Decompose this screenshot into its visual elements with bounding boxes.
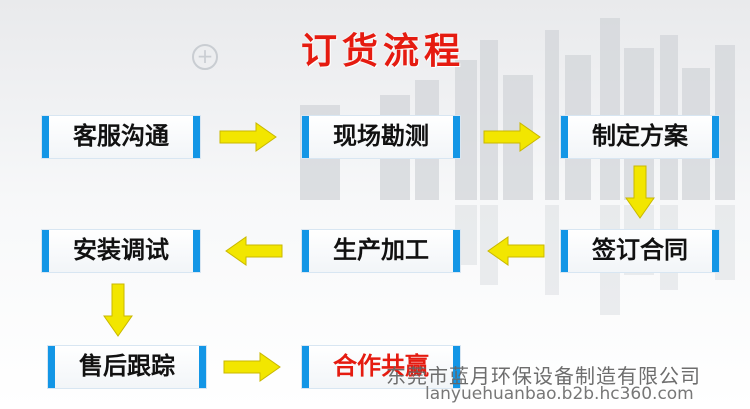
arrow-down-icon: [103, 283, 133, 337]
step-win-win: 合作共赢: [302, 346, 460, 388]
watermark-url: lanyuehuanbao.b2b.hc360.com: [425, 384, 694, 404]
step-production: 生产加工: [302, 230, 460, 272]
watermark-company: 东莞市蓝月环保设备制造有限公司: [386, 364, 701, 388]
diagram-title: 订货流程: [300, 30, 465, 72]
arrow-down-icon: [625, 165, 655, 219]
step-installation: 安装调试: [42, 230, 200, 272]
step-site-survey: 现场勘测: [302, 116, 460, 158]
arrow-right-icon: [219, 122, 277, 152]
step-customer-service: 客服沟通: [42, 116, 200, 158]
arrow-left-icon: [225, 236, 283, 266]
step-make-plan: 制定方案: [561, 116, 719, 158]
step-after-sales: 售后跟踪: [48, 346, 206, 388]
plus-icon: +: [192, 44, 218, 70]
step-sign-contract: 签订合同: [561, 230, 719, 272]
arrow-right-icon: [483, 122, 541, 152]
arrow-left-icon: [487, 236, 545, 266]
arrow-right-icon: [223, 352, 281, 382]
